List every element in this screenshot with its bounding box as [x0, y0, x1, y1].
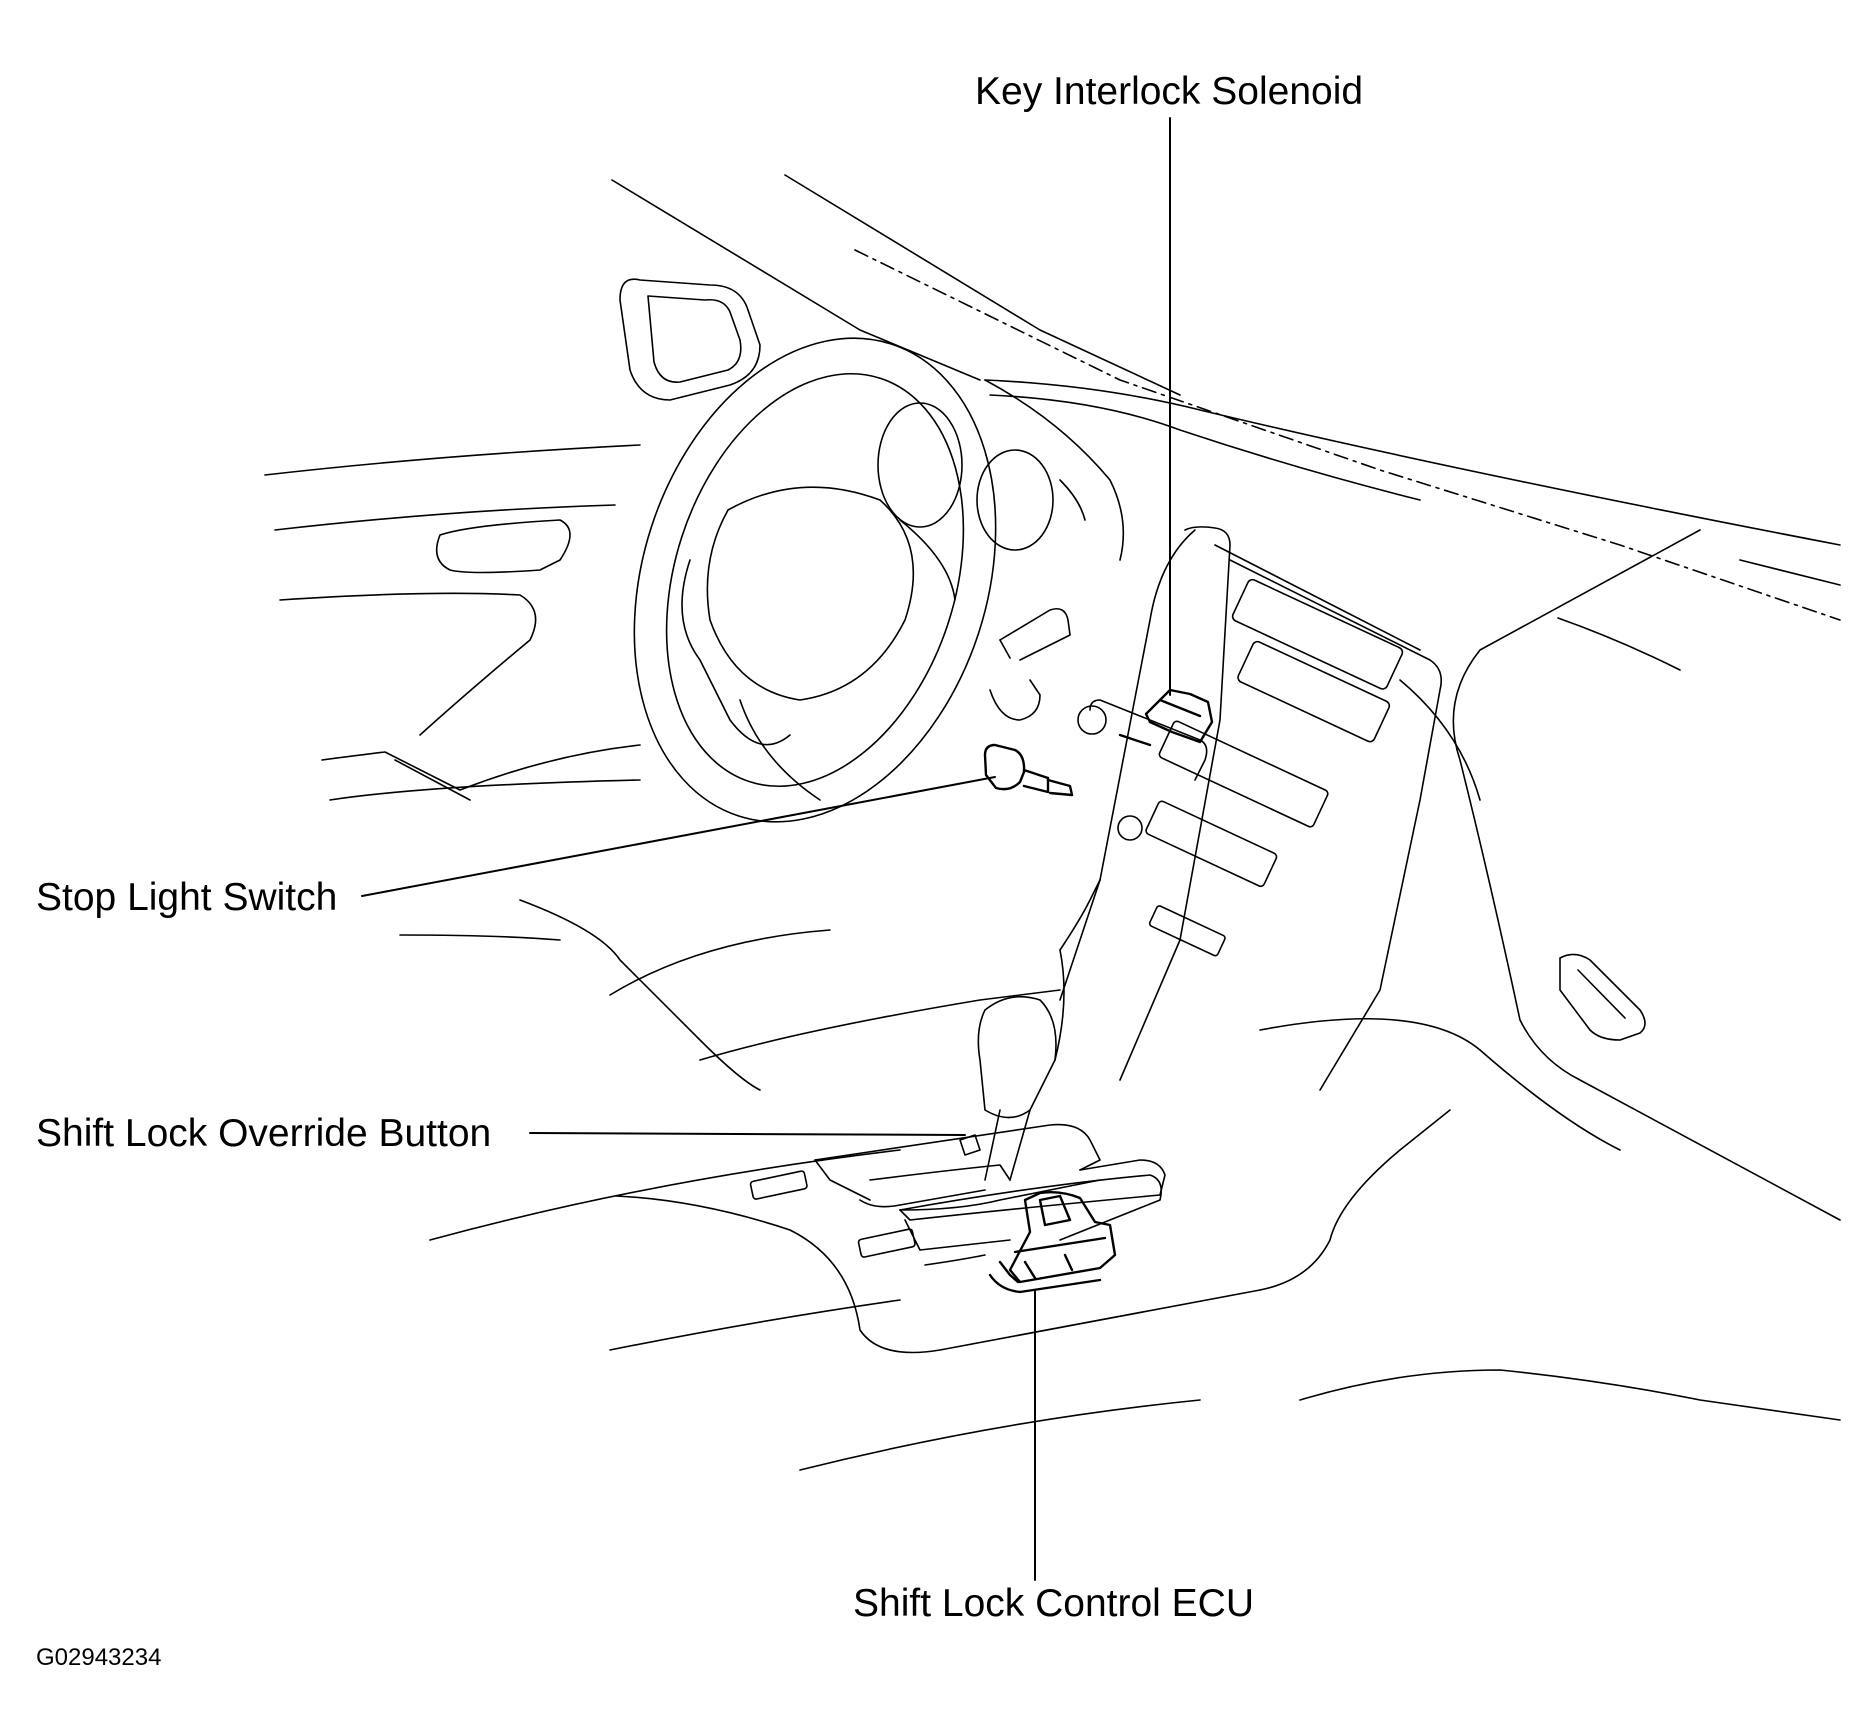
leader-stop-light-switch	[361, 776, 996, 897]
key-interlock-solenoid-label: Key Interlock Solenoid	[975, 70, 1364, 113]
figure-code: G02943234	[36, 1644, 162, 1671]
column-stalks	[989, 607, 1071, 721]
steering-wheel	[633, 337, 997, 823]
shift-lock-control-ecu-label: Shift Lock Control ECU	[853, 1582, 1254, 1625]
shift-lock-override-button-label: Shift Lock Override Button	[36, 1112, 492, 1155]
key-interlock-solenoid	[1118, 688, 1214, 747]
stop-light-switch-part	[983, 743, 1074, 797]
passenger-dash	[1259, 529, 1841, 1221]
shift-lever	[977, 879, 1101, 1181]
shift-gate	[749, 1123, 1166, 1258]
side-mirror-inner	[647, 295, 742, 383]
floor-lines	[399, 899, 1841, 1471]
leader-shift-lock-override-button	[529, 1132, 966, 1136]
shift-lock-ecu-part	[988, 1190, 1117, 1294]
console-lid	[899, 1174, 1163, 1266]
stop-light-switch-label: Stop Light Switch	[36, 876, 338, 919]
dashboard-top-lines	[984, 379, 1841, 546]
side-mirror-outline	[619, 278, 761, 401]
instrument-cluster	[877, 379, 1125, 561]
center-stack	[1059, 526, 1443, 1091]
leader-lines	[361, 117, 1171, 1581]
windshield-lines	[611, 174, 1841, 621]
left-door-lines	[264, 444, 641, 801]
